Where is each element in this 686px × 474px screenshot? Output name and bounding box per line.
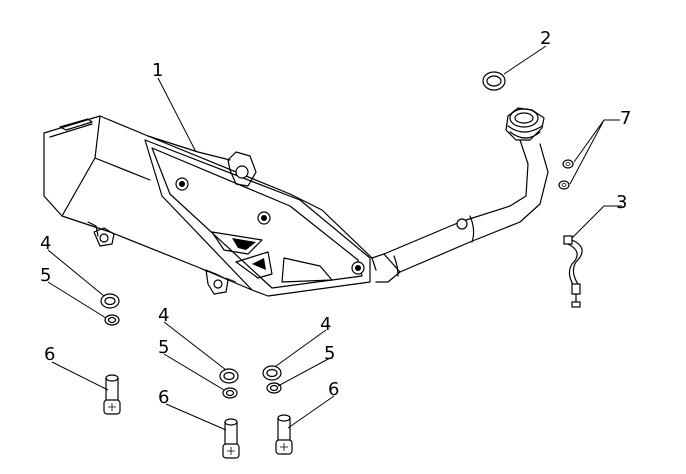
oxygen-sensor <box>563 235 583 308</box>
callout-5-right: 5 <box>324 343 335 364</box>
nuts <box>558 159 574 190</box>
gasket <box>482 71 506 91</box>
leader-lines <box>47 45 622 431</box>
callout-4-middle: 4 <box>158 305 169 326</box>
callout-5-left: 5 <box>40 265 51 286</box>
callout-4-right: 4 <box>320 314 331 335</box>
callout-4-left: 4 <box>40 233 51 254</box>
callout-6-middle: 6 <box>158 387 169 408</box>
muffler-assembly <box>43 115 377 297</box>
callout-6-left: 6 <box>44 344 55 365</box>
fasteners <box>100 293 293 459</box>
exhaust-pipe <box>371 107 549 283</box>
callout-2: 2 <box>540 28 551 49</box>
callout-3: 3 <box>616 192 627 213</box>
callout-7: 7 <box>620 108 631 129</box>
callout-5-middle: 5 <box>158 337 169 358</box>
callout-6-right: 6 <box>328 379 339 400</box>
callout-1: 1 <box>152 60 163 81</box>
callout-labels: 1 2 7 3 4 5 6 4 5 6 4 5 6 <box>40 28 631 408</box>
